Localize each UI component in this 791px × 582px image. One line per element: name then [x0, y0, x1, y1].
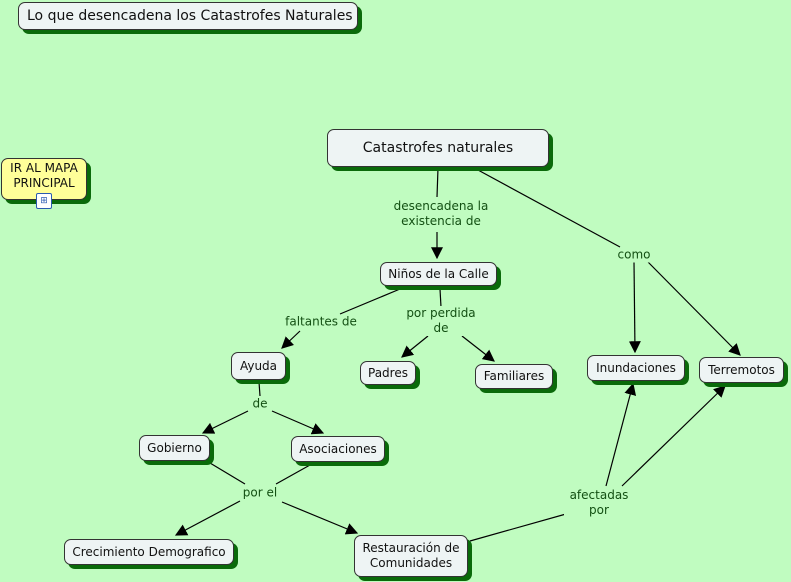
concept-inundaciones[interactable]: Inundaciones — [587, 355, 685, 381]
concept-restauracion[interactable]: Restauración de Comunidades — [354, 535, 468, 577]
link-por-el[interactable]: por el — [242, 485, 278, 501]
map-title: Lo que desencadena los Catastrofes Natur… — [18, 2, 358, 30]
link-como[interactable]: como — [617, 247, 651, 263]
link-por-perdida[interactable]: por perdida de — [401, 306, 481, 336]
concept-asociaciones[interactable]: Asociaciones — [291, 436, 385, 462]
concept-ninos[interactable]: Niños de la Calle — [380, 262, 497, 286]
link-de[interactable]: de — [252, 396, 268, 412]
concept-padres[interactable]: Padres — [360, 361, 416, 385]
concept-gobierno[interactable]: Gobierno — [139, 435, 210, 461]
concept-crecimiento[interactable]: Crecimiento Demografico — [64, 539, 234, 565]
link-desencadena[interactable]: desencadena la existencia de — [386, 199, 496, 229]
concept-familiares[interactable]: Familiares — [475, 364, 553, 389]
link-faltantes[interactable]: faltantes de — [285, 314, 357, 330]
concept-map-icon[interactable]: ⊞ — [36, 193, 52, 209]
link-afectadas[interactable]: afectadas por — [564, 488, 634, 518]
concept-terremotos[interactable]: Terremotos — [699, 357, 784, 383]
concept-catastrofes[interactable]: Catastrofes naturales — [327, 129, 549, 167]
main-map-button[interactable]: IR AL MAPA PRINCIPAL — [1, 158, 87, 200]
concept-ayuda[interactable]: Ayuda — [231, 352, 286, 380]
